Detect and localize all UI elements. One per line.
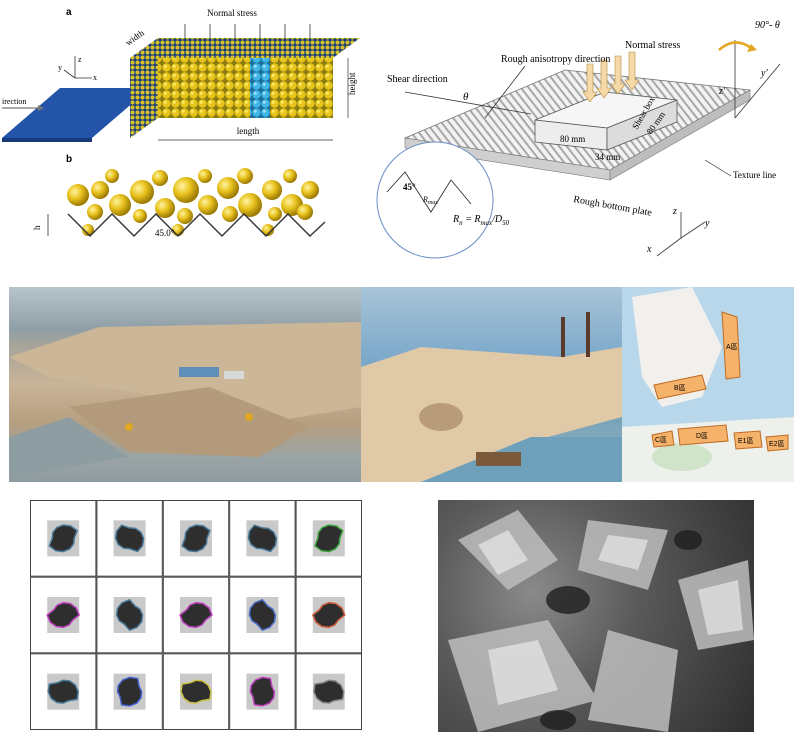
particle-shape bbox=[48, 524, 79, 553]
z-prime-label: z′ bbox=[718, 86, 726, 97]
inset-angle: 45° bbox=[403, 182, 416, 192]
zone-label-b: B區 bbox=[674, 384, 686, 392]
angle-label: 45.0° bbox=[155, 228, 175, 238]
zone-label-d: D區 bbox=[696, 432, 708, 440]
dem-sample-panel: a Normal stress width height length irec… bbox=[0, 0, 375, 148]
rough-interface-diagram: b h 45.0° bbox=[32, 154, 326, 238]
particle-shape bbox=[313, 524, 344, 553]
length-label: length bbox=[237, 126, 260, 136]
theta-label: θ bbox=[463, 91, 469, 103]
axis-z: z bbox=[672, 206, 677, 217]
height-label: height bbox=[347, 72, 357, 95]
shear-direction-label: Shear direction bbox=[387, 74, 448, 85]
zone-label-a: A區 bbox=[726, 343, 738, 351]
rough-anisotropy-label: Rough anisotropy direction bbox=[501, 54, 610, 65]
zone-label-e1: E1區 bbox=[738, 437, 754, 445]
rough-bottom-plate-label: Rough bottom plate bbox=[572, 194, 653, 219]
sawtooth-profile bbox=[67, 213, 326, 237]
axis-y: y bbox=[704, 218, 710, 229]
zone-e2 bbox=[765, 434, 789, 452]
particle-shape bbox=[115, 598, 144, 632]
rotation-arrow-icon bbox=[718, 41, 752, 51]
particle-shape bbox=[311, 601, 346, 629]
axis-z: z bbox=[78, 55, 82, 64]
rotation-label: 90°- θ bbox=[755, 20, 780, 31]
particle-shape bbox=[313, 679, 345, 704]
dim-34: 34 mm bbox=[595, 152, 620, 162]
axis-x: x bbox=[646, 244, 652, 255]
zone-a bbox=[721, 311, 741, 380]
panel-b-label: b bbox=[66, 154, 72, 165]
normal-stress-arrows bbox=[184, 24, 311, 40]
zone-c bbox=[651, 430, 675, 448]
zone-b bbox=[653, 374, 707, 400]
sample-side-face bbox=[130, 38, 158, 138]
particle-shape bbox=[247, 524, 278, 553]
axes-icon bbox=[63, 56, 92, 79]
grid-cell bbox=[96, 653, 163, 730]
particles bbox=[67, 168, 319, 236]
roughness-inset bbox=[376, 141, 494, 259]
sample-top-face bbox=[130, 38, 360, 58]
xyz-axes bbox=[656, 212, 706, 257]
normal-stress-label: Normal stress bbox=[625, 40, 680, 51]
zone-e1 bbox=[733, 430, 763, 450]
axis-x: x bbox=[93, 73, 97, 82]
shear-band bbox=[250, 58, 270, 118]
particle-shape bbox=[116, 676, 143, 707]
sample-front-face bbox=[158, 58, 333, 118]
width-label: width bbox=[123, 27, 146, 47]
normal-stress-label: Normal stress bbox=[207, 8, 257, 18]
h-label: h bbox=[32, 225, 42, 230]
particle-shape bbox=[47, 679, 79, 704]
particle-shape bbox=[114, 524, 145, 553]
direction-label: irection bbox=[2, 97, 26, 106]
particle-shape bbox=[248, 598, 277, 632]
particle-shape bbox=[181, 524, 211, 553]
zone-label-c: C區 bbox=[655, 436, 667, 444]
y-prime-label: y′ bbox=[760, 68, 768, 79]
inset-rmax: Rmax bbox=[422, 195, 438, 206]
shear-box-panel: Normal stress Rough anisotropy direction… bbox=[375, 0, 800, 262]
shear-box-diagram: Normal stress Rough anisotropy direction… bbox=[376, 20, 781, 259]
rough-interface-panel: b h 45.0° bbox=[0, 150, 375, 250]
particle-shape bbox=[179, 601, 213, 629]
grid-cell bbox=[30, 576, 97, 654]
particle-shape bbox=[180, 679, 212, 704]
sem-micrograph bbox=[438, 500, 754, 732]
dim-80-1: 80 mm bbox=[560, 134, 585, 144]
dem-sample-diagram: a Normal stress width height length irec… bbox=[2, 7, 360, 142]
particle-shape bbox=[249, 676, 276, 707]
axis-y: y bbox=[58, 63, 62, 72]
zone-d bbox=[677, 424, 729, 446]
particle-shape bbox=[46, 601, 81, 629]
reclamation-map: A區 B區 C區 D區 E1區 E2區 bbox=[622, 287, 794, 482]
particle-shape-grid bbox=[30, 500, 362, 730]
zone-label-e2: E2區 bbox=[769, 440, 785, 448]
roughness-formula: Rn = Rmax/D50 bbox=[452, 214, 510, 227]
reclamation-photo-2 bbox=[361, 287, 622, 482]
normal-stress-arrows bbox=[582, 51, 640, 103]
rough-base-plate bbox=[2, 88, 150, 138]
texture-line-label: Texture line bbox=[733, 170, 776, 180]
panel-a-label: a bbox=[66, 7, 72, 18]
reclamation-photo-1 bbox=[9, 287, 361, 482]
